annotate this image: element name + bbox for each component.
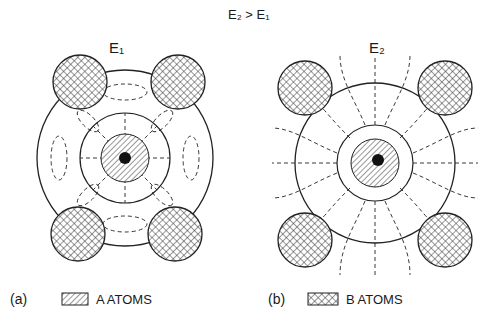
legend-sample [308, 293, 338, 305]
panel-label: (b) [268, 292, 285, 306]
legend-text: B ATOMS [346, 293, 403, 306]
legend-text: A ATOMS [96, 293, 152, 306]
energy-relation: E₂ > E₁ [228, 8, 270, 21]
legend-sample [62, 293, 88, 305]
panel-a [37, 55, 213, 261]
panel-label: (a) [10, 292, 27, 306]
panel-b [272, 55, 478, 275]
energy-label: E₂ [369, 40, 385, 55]
energy-label: E₁ [109, 40, 124, 55]
